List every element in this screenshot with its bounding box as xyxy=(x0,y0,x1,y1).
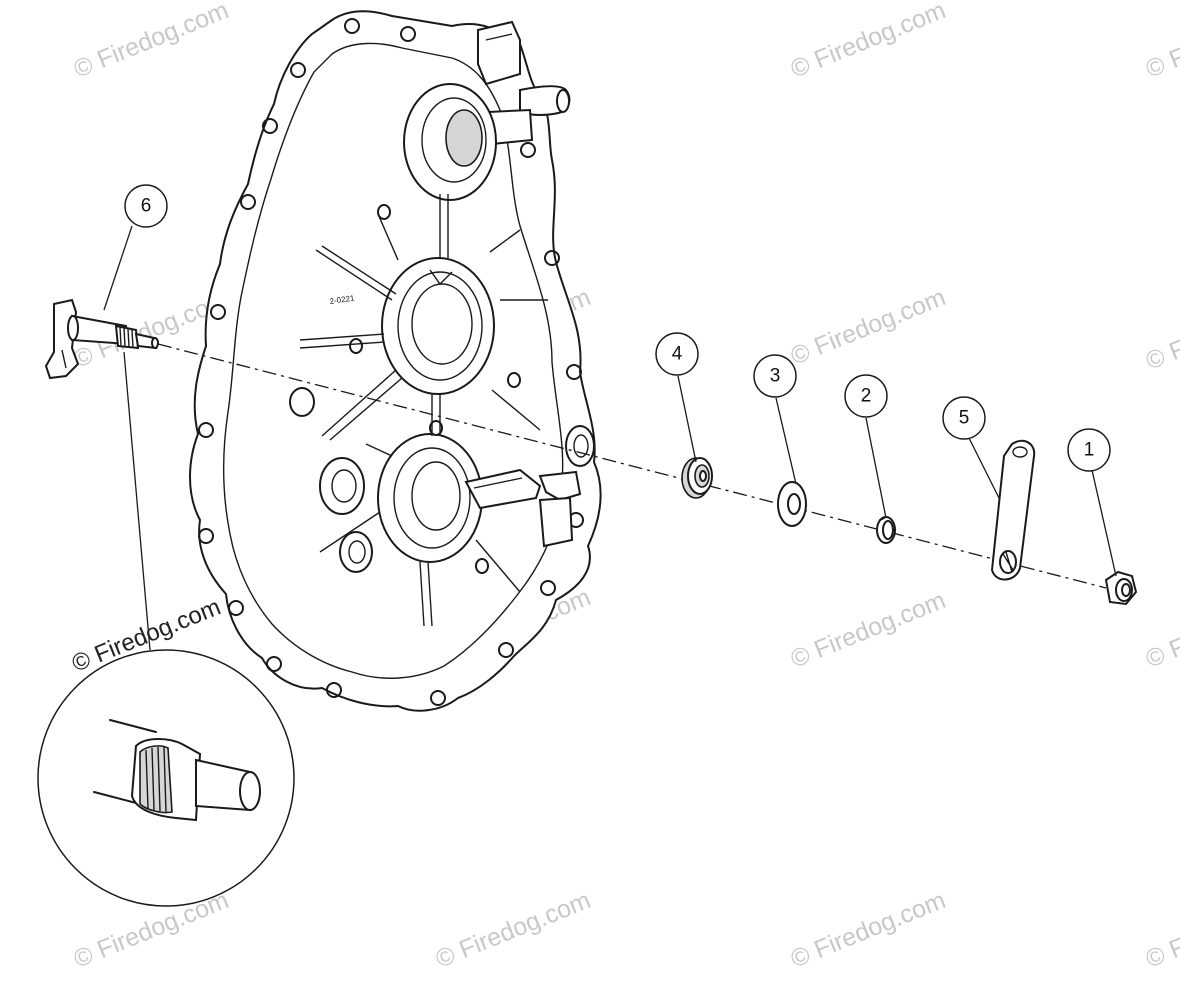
detail-shaft-bottom xyxy=(93,791,141,805)
cover-small-bosses xyxy=(289,204,595,574)
callout-3: 3 xyxy=(753,354,797,398)
lower-bearing-bore xyxy=(377,433,483,563)
part-3-washer xyxy=(777,481,807,527)
part-6-shift-shaft xyxy=(44,298,159,380)
part-4-seal xyxy=(681,457,713,499)
watermark-text: © Firedog.com xyxy=(787,586,950,674)
watermark-text: © Firedog.com xyxy=(432,886,595,974)
callout-number: 1 xyxy=(1084,440,1095,461)
vent-boss xyxy=(477,20,571,146)
callout-number: 3 xyxy=(770,366,781,387)
callout-1: 1 xyxy=(1067,428,1111,472)
leader-3 xyxy=(775,397,797,485)
part-2-retaining-ring xyxy=(876,516,896,544)
leader-lines xyxy=(103,225,1117,651)
callout-6: 6 xyxy=(124,184,168,228)
upper-bearing-bore xyxy=(403,83,497,201)
watermark-text: © Firedog.com xyxy=(787,886,950,974)
watermark-text: © Firedog.com xyxy=(1142,886,1180,974)
detail-leader xyxy=(123,351,151,651)
watermark-text: © Firedog.com xyxy=(70,0,233,84)
cover-ribs xyxy=(299,194,548,627)
watermark-text: © Firedog.com xyxy=(1142,586,1180,674)
watermark-text: © Firedog.com xyxy=(787,0,950,84)
part-1-flange-nut xyxy=(1104,570,1138,606)
part-5-shift-arm xyxy=(990,439,1036,581)
flange-bolt-holes xyxy=(198,18,584,706)
assembly-axis-line xyxy=(157,343,1107,589)
casting-part-number: 2-0221 xyxy=(329,294,355,306)
detail-shaft-top xyxy=(109,719,157,733)
callout-number: 6 xyxy=(141,196,152,217)
cover-inner-seal-face xyxy=(223,42,564,679)
callout-number: 4 xyxy=(672,344,683,365)
callout-number: 5 xyxy=(959,408,970,429)
callout-number: 2 xyxy=(861,386,872,407)
middle-bearing-bore xyxy=(381,257,495,395)
callout-4: 4 xyxy=(655,332,699,376)
gearcase-cover: 2-0221 xyxy=(189,10,602,712)
watermark-text: © Firedog.com xyxy=(787,283,950,371)
leader-4 xyxy=(677,375,697,463)
leader-1 xyxy=(1091,469,1117,577)
callout-2: 2 xyxy=(844,374,888,418)
callout-5: 5 xyxy=(942,396,986,440)
watermark-text: © Firedog.com xyxy=(1142,0,1180,84)
leader-6 xyxy=(103,225,133,311)
leader-2 xyxy=(865,417,887,519)
leader-5 xyxy=(967,435,1001,501)
shift-slot xyxy=(464,468,582,548)
detail-magnifier xyxy=(37,649,295,907)
watermark-text: © Firedog.com xyxy=(1142,288,1180,376)
